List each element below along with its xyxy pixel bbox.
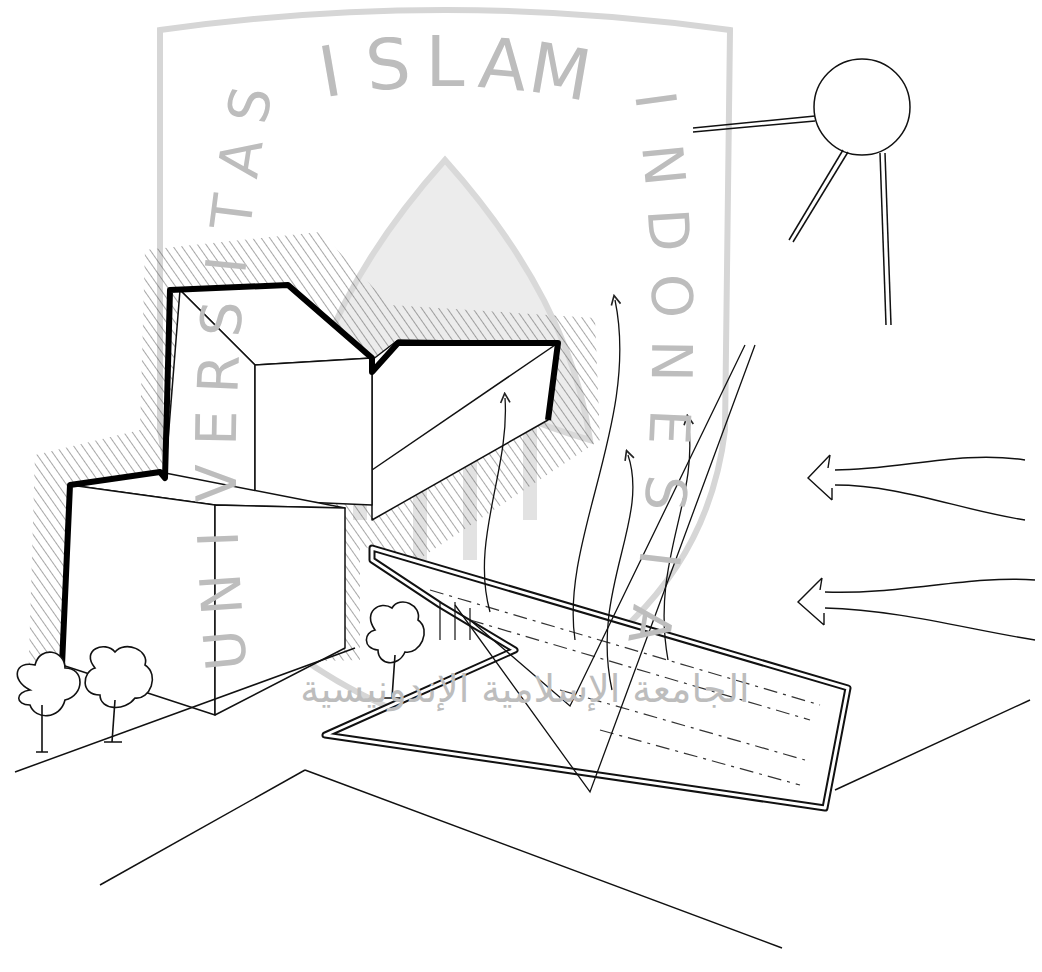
- watermark-letter: I: [626, 88, 684, 112]
- watermark-letter: I: [314, 36, 346, 109]
- watermark-letter: E: [189, 410, 246, 446]
- watermark-letter: M: [524, 32, 596, 111]
- watermark-letter: T: [203, 191, 263, 232]
- wind-arrows: [798, 455, 1035, 640]
- watermark-letter: S: [362, 28, 412, 102]
- watermark-letter: A: [619, 602, 680, 648]
- ground-lines: [15, 648, 1030, 948]
- watermark-shield: [160, 10, 730, 730]
- watermark-letter: A: [210, 135, 271, 182]
- watermark-letter: N: [633, 141, 693, 188]
- watermark-letter: A: [476, 28, 530, 102]
- watermark-letter: L: [426, 27, 465, 97]
- watermark-letter: U: [196, 627, 256, 673]
- watermark-letter: D: [639, 207, 698, 254]
- watermark-letter: I: [190, 529, 247, 548]
- sun-symbol: [693, 59, 910, 325]
- watermark-letter: I: [198, 254, 255, 276]
- building-blocks: [62, 285, 558, 715]
- watermark-letter: O: [642, 273, 699, 319]
- watermark-letter: R: [190, 353, 248, 394]
- watermark-letter: N: [643, 340, 699, 382]
- watermark-letter: I: [630, 547, 688, 570]
- watermark-letter: S: [219, 82, 281, 127]
- watermark-letter: E: [641, 408, 699, 446]
- watermark-letter: S: [636, 473, 695, 513]
- reflection-rays: [455, 345, 755, 792]
- watermark-arabic: الجامعة الإسلامية الإندونيسية: [300, 667, 749, 713]
- watermark-letter: V: [189, 464, 245, 503]
- watermark-letter: S: [193, 300, 251, 339]
- watermark-letter: N: [192, 571, 251, 616]
- heat-arrows: [484, 300, 690, 690]
